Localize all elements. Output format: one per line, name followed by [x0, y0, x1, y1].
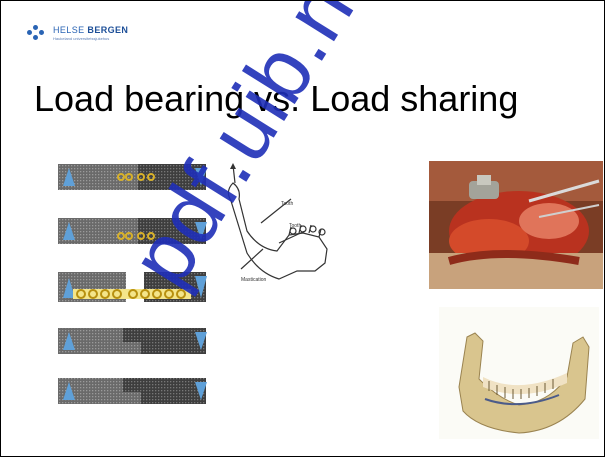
diagram-label-3: Mastication [241, 277, 267, 283]
helse-bergen-logo: HELSE BERGEN Haukeland universitetssjuke… [27, 25, 128, 41]
surgery-photo [429, 161, 603, 289]
logo-name: HELSE BERGEN [53, 25, 129, 35]
plate-diagram-3 [58, 272, 207, 302]
plate-diagram-4 [58, 328, 207, 354]
slide-title: Load bearing vs. Load sharing [34, 78, 519, 119]
plate-diagram-5 [58, 378, 207, 404]
logo-mark-icon [27, 25, 49, 41]
mandible-skull-photo [439, 307, 599, 439]
plate-diagram-2 [58, 218, 207, 244]
mandible-force-diagram: Tooth Tooth Mastication [227, 163, 328, 283]
bone-plate-diagrams [58, 164, 207, 404]
diagram-label-1: Tooth [281, 201, 293, 207]
plate-diagram-1 [58, 164, 207, 190]
logo-subtitle: Haukeland universitetssjukehus [53, 36, 110, 41]
diagram-label-2: Tooth [289, 223, 301, 229]
